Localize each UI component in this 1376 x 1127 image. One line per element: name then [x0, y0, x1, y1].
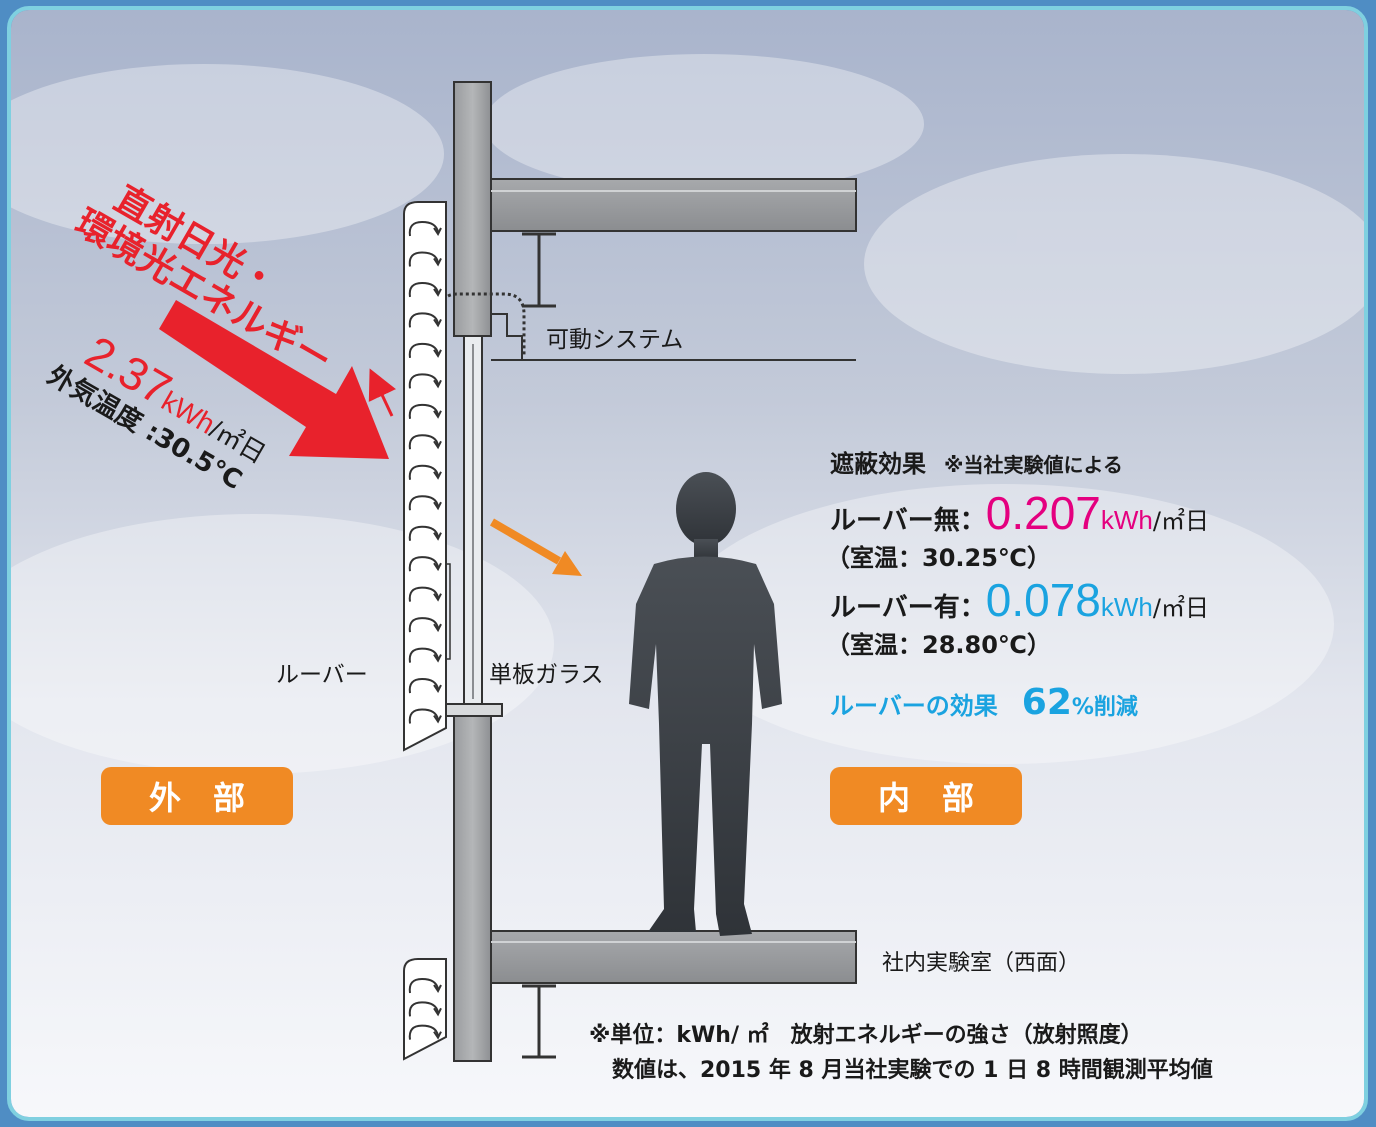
upper-beam [522, 232, 556, 308]
louver-effect-suffix: %削減 [1072, 695, 1138, 720]
louver-blade [408, 708, 439, 724]
svg-text:ルーバー無：0.207kWh/㎡日: ルーバー無：0.207kWh/㎡日 [830, 487, 1209, 539]
louver-blade [408, 977, 439, 994]
louver-blade [408, 1001, 439, 1017]
louver-blade [408, 373, 439, 389]
louver-blade [408, 251, 439, 267]
louver-blade [408, 495, 439, 511]
without-louver-room-temp: （室温：30.25℃） [826, 544, 1051, 572]
louver-blade [408, 312, 439, 328]
louver-effect-label: ルーバーの効果 [830, 692, 998, 720]
louver-label: ルーバー [276, 662, 368, 688]
movable-system-track [440, 292, 526, 654]
louver-diagram: 直射日光・ 環境光エネルギー 2.37kWh/㎡日 外気温度 :30.5℃ 可動… [11, 10, 1364, 1117]
louver-panel-upper [403, 201, 447, 752]
exterior-badge-label: 外 部 [149, 779, 245, 817]
louver-panel-lower [403, 958, 447, 1061]
unit-note: ※単位：kWh/ ㎡ 放射エネルギーの強さ（放射照度） [589, 1022, 1143, 1048]
upper-slab [490, 178, 857, 232]
svg-text:ルーバー有：0.078kWh/㎡日: ルーバー有：0.078kWh/㎡日 [830, 574, 1209, 626]
louver-blade [408, 464, 439, 480]
without-louver-value: 0.207 [986, 487, 1101, 539]
measurement-note: 数値は、2015 年 8 月当社実験での 1 日 8 時間観測平均値 [612, 1057, 1213, 1083]
lower-column [453, 715, 492, 1062]
louver-blade [408, 556, 439, 572]
exterior-badge: 外 部 [101, 767, 293, 825]
with-louver-suffix: /㎡日 [1153, 594, 1209, 622]
with-louver-value: 0.078 [986, 574, 1101, 626]
without-louver-unit: kWh [1101, 505, 1153, 535]
louver-blade [408, 617, 439, 633]
louver-blade [408, 342, 439, 359]
transmitted-arrow [489, 518, 582, 576]
svg-text:遮蔽効果※当社実験値による: 遮蔽効果 ※当社実験値による [830, 450, 1123, 478]
louver-effect-value: 62 [1022, 682, 1072, 723]
upper-column [453, 81, 492, 337]
reflection-arrow [368, 368, 396, 417]
building-section [439, 81, 857, 1062]
movable-system-label: 可動システム [546, 327, 683, 353]
louver-blade [408, 403, 439, 419]
louver-blade [408, 678, 439, 694]
louver-blade [408, 647, 439, 663]
results-heading: 遮蔽効果 [830, 450, 926, 478]
results-heading-note: ※当社実験値による [944, 453, 1123, 477]
louver-blade [408, 434, 439, 450]
louver-blade [408, 281, 439, 298]
louver-blade [408, 1024, 439, 1040]
diagram-panel: 直射日光・ 環境光エネルギー 2.37kWh/㎡日 外気温度 :30.5℃ 可動… [7, 6, 1368, 1121]
lower-beam [522, 984, 556, 1059]
sunlight-arrow [159, 300, 389, 459]
single-glass-label: 単板ガラス [489, 662, 604, 688]
lower-slab [490, 930, 857, 984]
louver-blade [408, 525, 439, 541]
person-silhouette [629, 472, 782, 936]
louver-blade [408, 220, 439, 237]
room-label: 社内実験室（西面） [882, 951, 1080, 976]
without-louver-suffix: /㎡日 [1153, 507, 1209, 535]
with-louver-unit: kWh [1101, 592, 1153, 622]
shielding-results: 遮蔽効果※当社実験値による ルーバー無：0.207kWh/㎡日 （室温：30.2… [826, 450, 1209, 723]
interior-badge: 内 部 [830, 767, 1022, 825]
without-louver-label: ルーバー無： [830, 506, 986, 536]
louver-blade [408, 586, 439, 602]
with-louver-label: ルーバー有： [830, 593, 986, 623]
interior-badge-label: 内 部 [878, 779, 974, 817]
with-louver-room-temp: （室温：28.80℃） [826, 631, 1051, 659]
